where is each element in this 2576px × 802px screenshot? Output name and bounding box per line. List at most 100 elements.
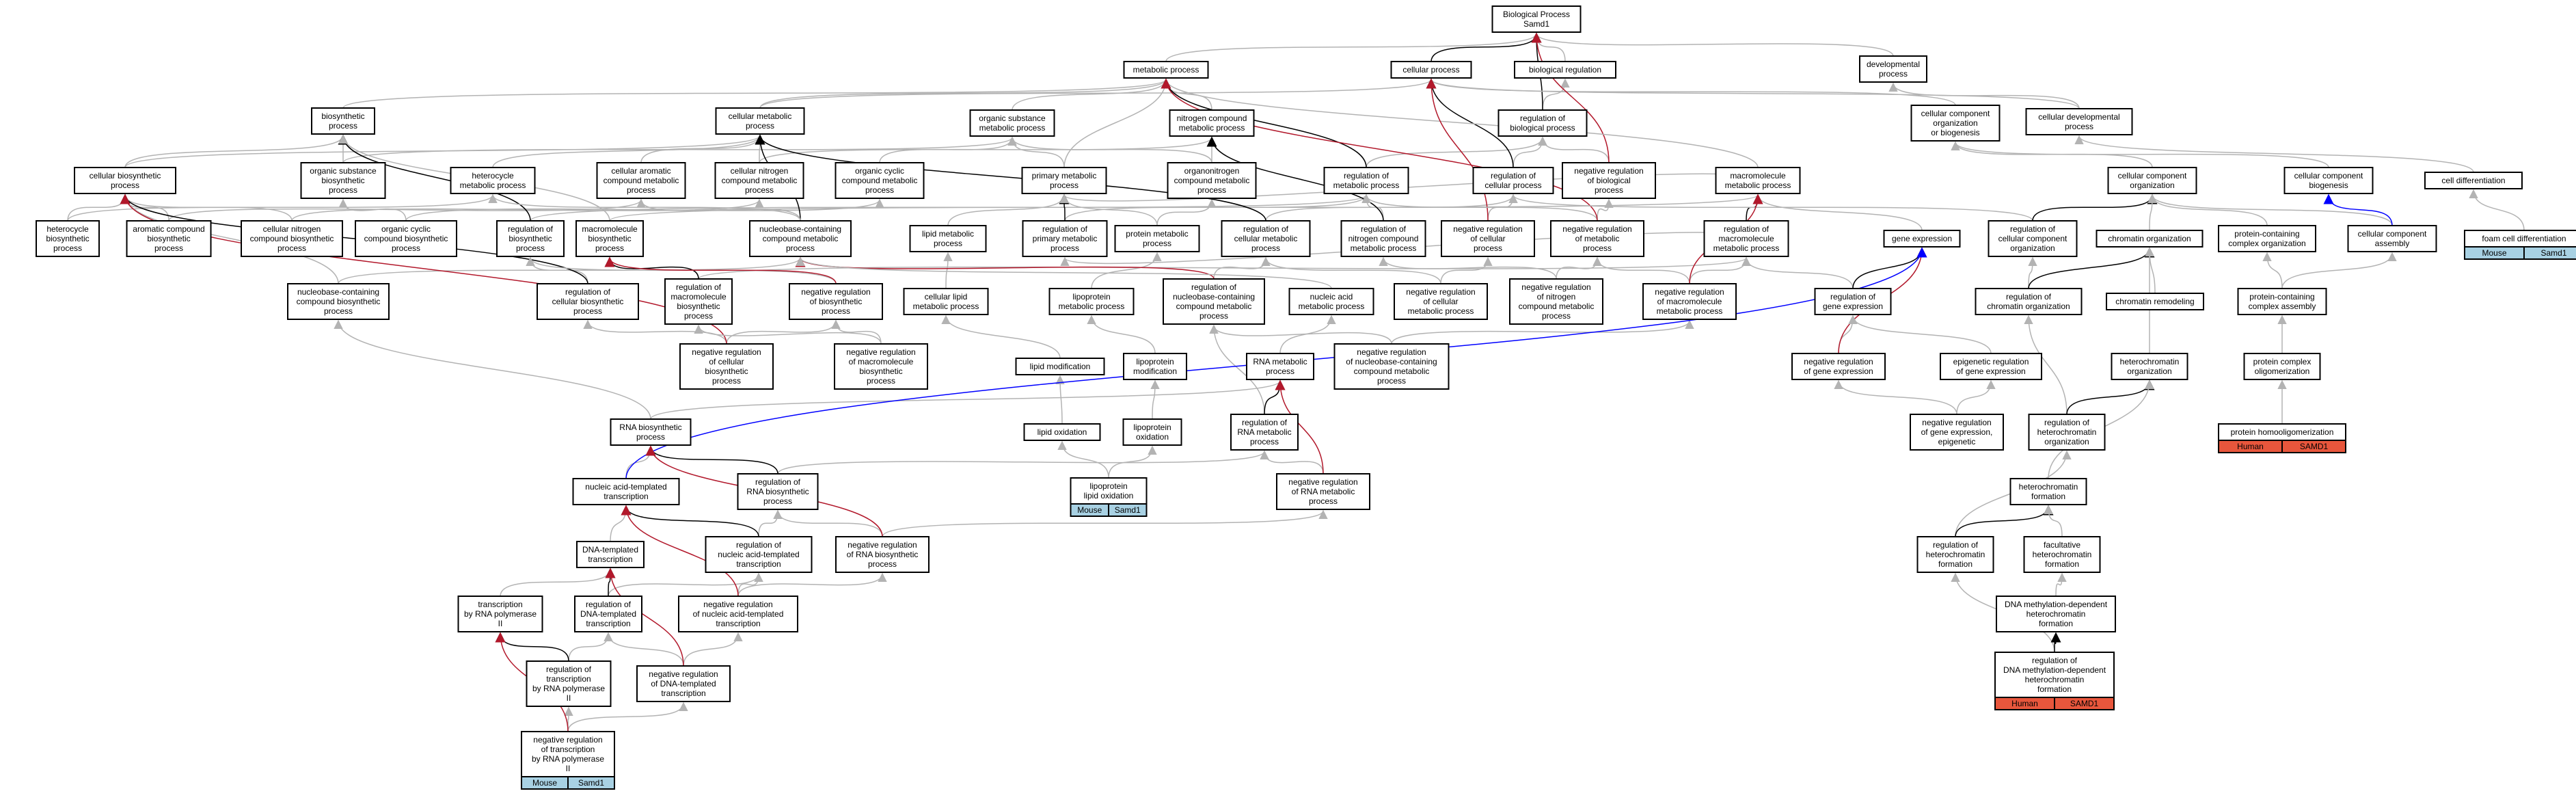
go-term-node[interactable]: gene expression — [1883, 230, 1961, 248]
go-term-node[interactable]: lipid modification — [1015, 358, 1105, 375]
go-term-node[interactable]: chromatin remodeling — [2106, 293, 2204, 310]
go-term-node[interactable]: chromatin organization — [2096, 230, 2204, 248]
go-term-node[interactable]: regulation ofmacromoleculebiosyntheticpr… — [664, 278, 733, 325]
go-term-node[interactable]: cellular process — [1390, 61, 1472, 79]
go-term-node[interactable]: regulation ofnucleobase-containingcompou… — [1163, 278, 1265, 325]
go-term-node[interactable]: DNA methylation-dependentheterochromatin… — [1996, 596, 2116, 632]
go-term-node[interactable]: metabolic process — [1123, 61, 1209, 79]
gene-tag — [2523, 246, 2576, 260]
go-term-node[interactable]: lipid oxidation — [1023, 423, 1101, 441]
go-term-label: lipoprotein — [1133, 423, 1171, 432]
go-term-node[interactable]: cell differentiation — [2424, 172, 2523, 189]
go-term-node[interactable]: biological regulation — [1514, 61, 1616, 79]
